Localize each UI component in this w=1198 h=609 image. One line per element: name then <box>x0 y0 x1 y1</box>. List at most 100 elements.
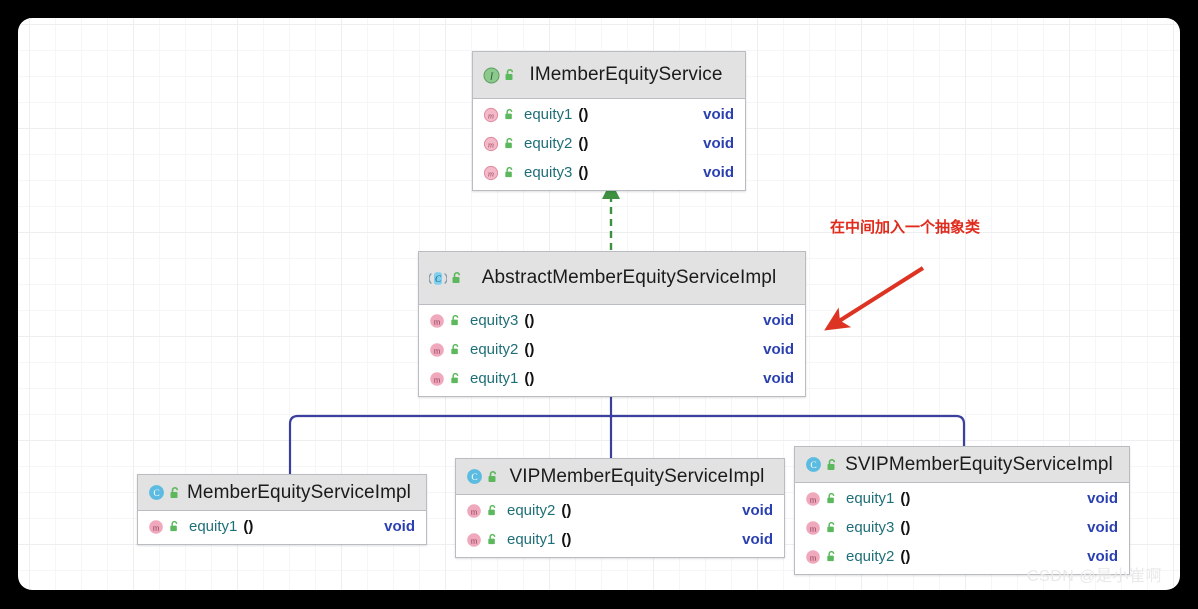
header-icon-group: C <box>805 456 839 473</box>
svg-text:m: m <box>471 535 478 545</box>
unlocked-icon <box>486 470 500 484</box>
method-row[interactable]: m equity1 () void <box>419 364 805 393</box>
unlocked-icon <box>825 550 838 563</box>
class-name-imember-equity-service: IMemberEquityService <box>529 64 723 85</box>
class-members-abstract-member-equity-service-impl: m equity3 () void <box>419 305 805 396</box>
header-icon-group: C <box>466 468 500 485</box>
method-icon: m <box>805 491 821 507</box>
svg-text:m: m <box>434 345 441 355</box>
unlocked-icon <box>450 271 464 285</box>
header-icon-group: C <box>148 484 182 501</box>
method-icon: m <box>805 549 821 565</box>
method-row[interactable]: m equity2 () void <box>795 542 1129 571</box>
unlocked-icon <box>825 521 838 534</box>
method-icon: m <box>429 313 445 329</box>
class-icon: C <box>466 468 483 485</box>
svg-text:I: I <box>489 71 494 82</box>
unlocked-icon <box>486 533 499 546</box>
unlocked-icon <box>503 137 516 150</box>
svg-text:m: m <box>488 168 494 178</box>
class-box-vip-member-equity-service-impl[interactable]: C VIPMemberEquityServiceImpl <box>455 458 785 558</box>
svg-text:C: C <box>810 461 816 471</box>
method-row[interactable]: m equity2 () void <box>419 335 805 364</box>
unlocked-icon <box>486 504 499 517</box>
method-name: equity3 <box>846 519 895 536</box>
method-return-type: void <box>1087 519 1118 536</box>
method-row[interactable]: m equity1 () void <box>473 100 745 129</box>
method-icon: m <box>429 371 445 387</box>
method-parens: () <box>524 341 535 358</box>
method-return-type: void <box>1087 548 1118 565</box>
class-members-imember-equity-service: m equity1 () void <box>473 99 745 190</box>
unlocked-icon <box>825 458 839 472</box>
method-parens: () <box>524 312 535 329</box>
method-name: equity1 <box>524 106 573 123</box>
method-icon: m <box>429 342 445 358</box>
method-row[interactable]: m equity2 () void <box>456 496 784 525</box>
class-name-vip-member-equity-service-impl: VIPMemberEquityServiceImpl <box>509 465 765 487</box>
class-icon: C <box>148 484 165 501</box>
annotation-label: 在中间加入一个抽象类 <box>830 219 981 236</box>
method-return-type: void <box>703 106 734 123</box>
diagram-canvas[interactable]: 在中间加入一个抽象类 I <box>18 18 1180 590</box>
class-box-member-equity-service-impl[interactable]: C MemberEquityServiceImpl <box>137 474 427 545</box>
method-return-type: void <box>763 312 794 329</box>
class-box-imember-equity-service[interactable]: I IMemberEquityService <box>472 51 746 191</box>
unlocked-icon <box>449 314 462 327</box>
svg-text:C: C <box>471 473 477 483</box>
method-name: equity3 <box>470 312 519 329</box>
unlocked-icon <box>449 372 462 385</box>
class-box-abstract-member-equity-service-impl[interactable]: C AbstractMemberEquityServiceImpl <box>418 251 806 397</box>
class-header-vip-member-equity-service-impl: C VIPMemberEquityServiceImpl <box>456 459 784 495</box>
svg-text:m: m <box>434 316 441 326</box>
method-parens: () <box>243 518 254 535</box>
method-return-type: void <box>1087 490 1118 507</box>
method-row[interactable]: m equity3 () void <box>795 513 1129 542</box>
class-header-abstract-member-equity-service-impl: C AbstractMemberEquityServiceImpl <box>419 252 805 305</box>
unlocked-icon <box>168 520 181 533</box>
method-row[interactable]: m equity1 () void <box>456 525 784 554</box>
method-name: equity2 <box>507 502 556 519</box>
method-row[interactable]: m equity1 () void <box>138 512 426 541</box>
unlocked-icon <box>825 492 838 505</box>
method-row[interactable]: m equity3 () void <box>473 158 745 187</box>
method-name: equity2 <box>470 341 519 358</box>
class-name-member-equity-service-impl: MemberEquityServiceImpl <box>186 481 412 503</box>
method-name: equity2 <box>846 548 895 565</box>
abstract-method-icon: m <box>483 136 499 152</box>
method-row[interactable]: m equity2 () void <box>473 129 745 158</box>
method-parens: () <box>524 370 535 387</box>
method-return-type: void <box>763 370 794 387</box>
method-parens: () <box>561 531 572 548</box>
class-members-svip-member-equity-service-impl: m equity1 () void <box>795 483 1129 574</box>
method-parens: () <box>900 490 911 507</box>
unlocked-icon <box>503 108 516 121</box>
class-header-imember-equity-service: I IMemberEquityService <box>473 52 745 99</box>
svg-text:m: m <box>488 139 494 149</box>
svg-text:m: m <box>153 522 160 532</box>
method-name: equity1 <box>846 490 895 507</box>
svg-text:C: C <box>435 274 442 284</box>
class-header-svip-member-equity-service-impl: C SVIPMemberEquityServiceImpl <box>795 447 1129 483</box>
method-icon: m <box>466 503 482 519</box>
class-members-vip-member-equity-service-impl: m equity2 () void <box>456 495 784 557</box>
method-parens: () <box>900 519 911 536</box>
watermark: CSDN @是小崔啊 <box>1026 568 1162 585</box>
method-row[interactable]: m equity3 () void <box>419 306 805 335</box>
svg-text:m: m <box>810 552 817 562</box>
method-row[interactable]: m equity1 () void <box>795 484 1129 513</box>
svg-text:m: m <box>810 523 817 533</box>
method-name: equity3 <box>524 164 573 181</box>
method-return-type: void <box>742 531 773 548</box>
method-parens: () <box>561 502 572 519</box>
svg-text:C: C <box>153 489 159 499</box>
unlocked-icon <box>168 486 182 500</box>
svg-text:m: m <box>434 374 441 384</box>
class-box-svip-member-equity-service-impl[interactable]: C SVIPMemberEquityServiceImpl <box>794 446 1130 575</box>
unlocked-icon <box>503 68 517 82</box>
header-icon-group: C <box>428 270 464 287</box>
unlocked-icon <box>449 343 462 356</box>
method-icon: m <box>805 520 821 536</box>
header-icon-group: I <box>483 67 517 84</box>
